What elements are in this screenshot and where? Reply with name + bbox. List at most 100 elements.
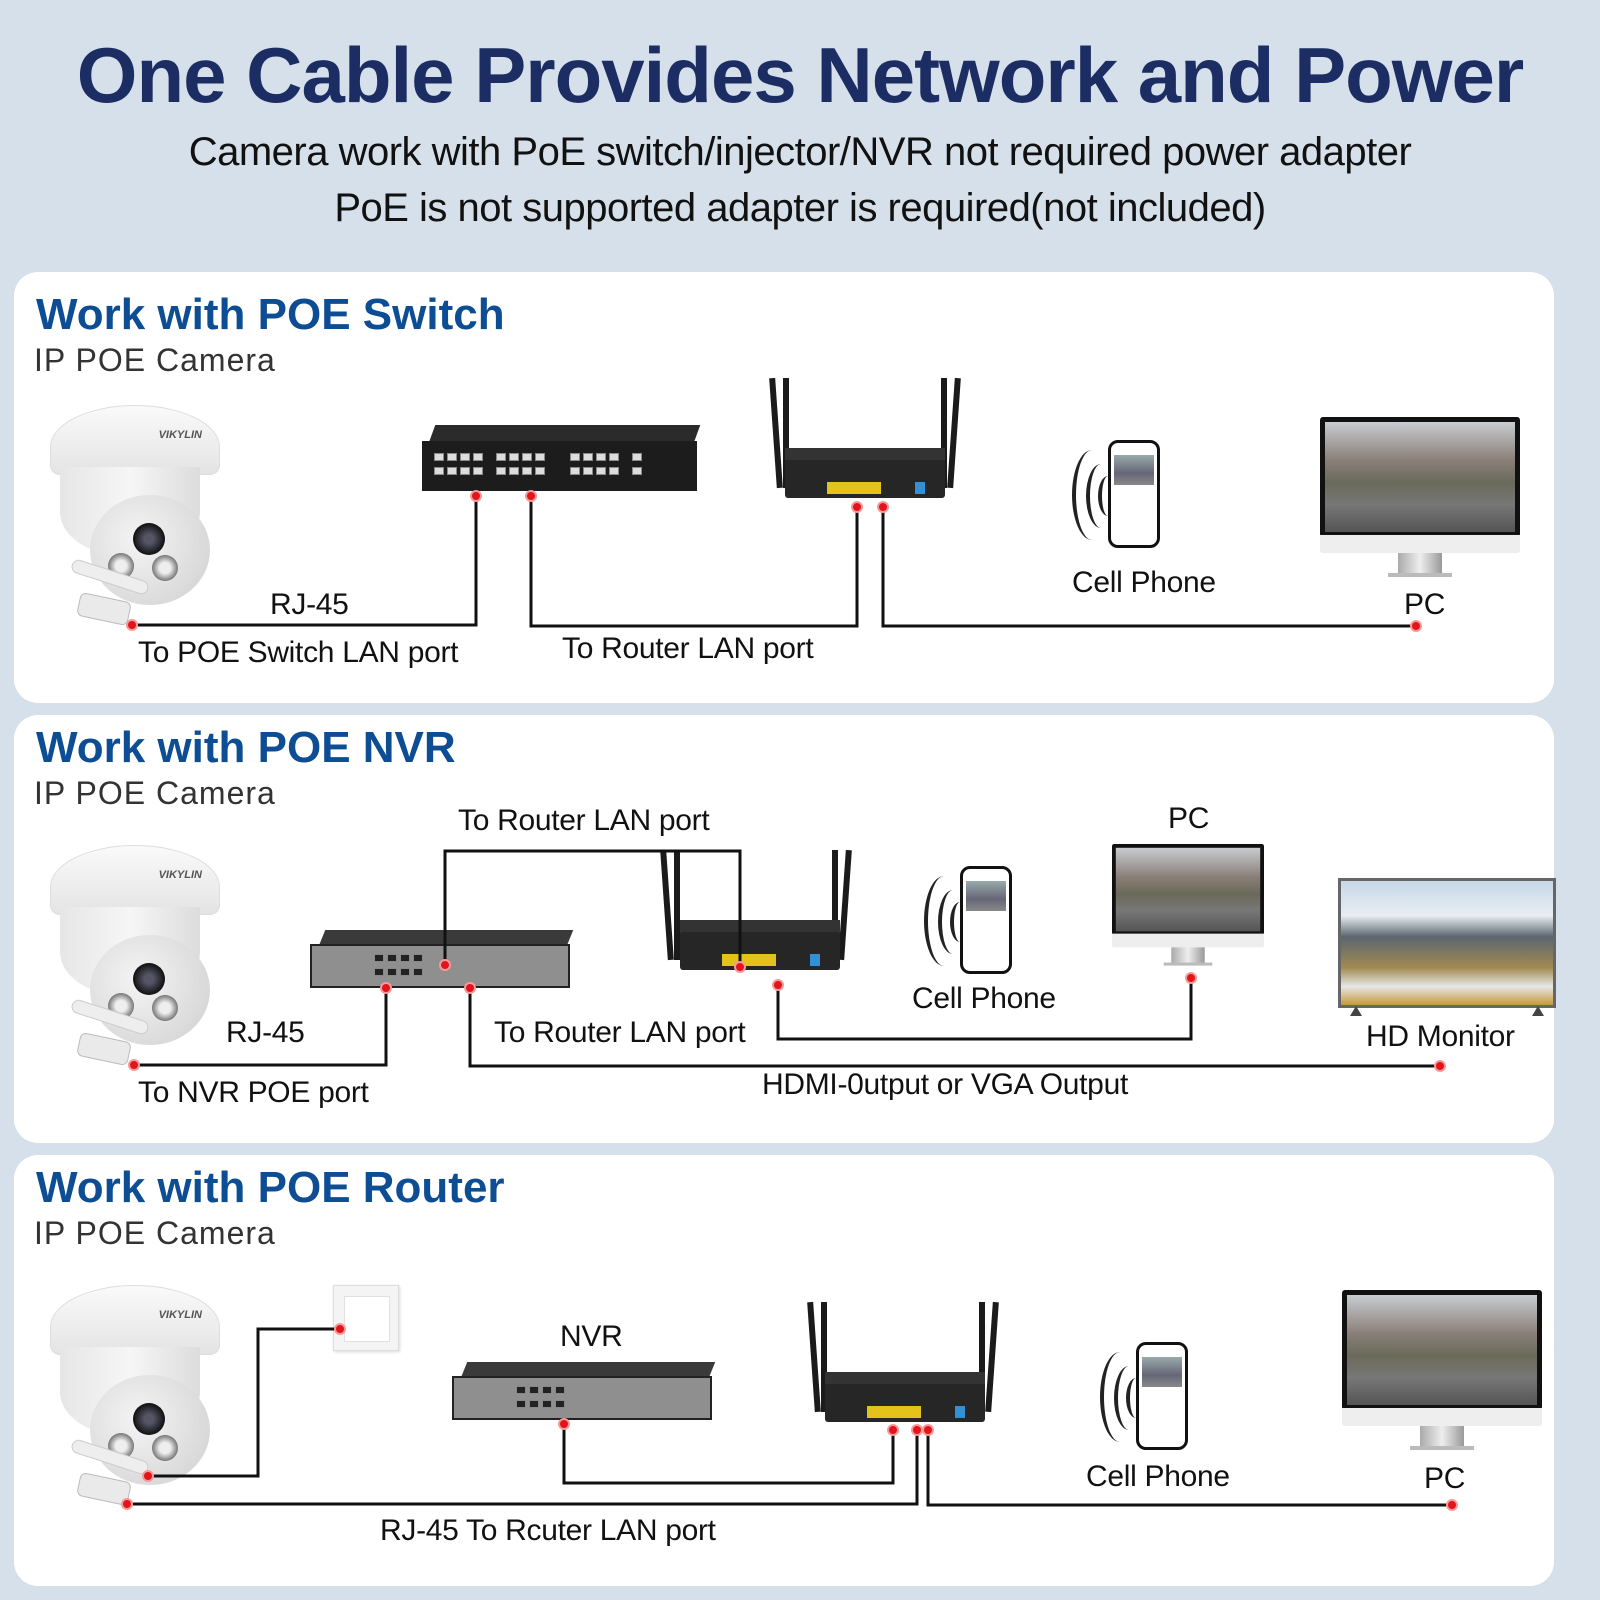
- pc-label: PC: [1404, 588, 1446, 621]
- pc-label: PC: [1424, 1462, 1466, 1495]
- ethernet-port: [570, 467, 580, 475]
- router: [660, 849, 860, 980]
- ethernet-port: [447, 467, 457, 475]
- ethernet-port: [496, 453, 506, 461]
- ethernet-port: [535, 467, 545, 475]
- to-nvr-label: To NVR POE port: [138, 1076, 369, 1109]
- main-title: One Cable Provides Network and Power: [76, 31, 1524, 119]
- poe-port: [387, 954, 397, 962]
- poe-port: [387, 968, 397, 976]
- ethernet-port: [596, 467, 606, 475]
- poe-port: [516, 1400, 526, 1408]
- camera-brand: VIKYLIN: [158, 429, 202, 441]
- wifi-signal-icon: [1072, 450, 1112, 540]
- rj45-label: RJ-45: [226, 1016, 305, 1049]
- lan-ports: [827, 482, 881, 494]
- ethernet-port: [596, 453, 606, 461]
- ethernet-port: [496, 467, 506, 475]
- ethernet-port: [447, 453, 457, 461]
- uplink-port: [632, 453, 642, 461]
- camera-lens-icon: [133, 523, 165, 555]
- section-poe-nvr: Work with POE NVR IP POE Camera: [14, 715, 1554, 1143]
- poe-port: [413, 954, 423, 962]
- poe-switch: [422, 425, 701, 493]
- ethernet-port: [583, 453, 593, 461]
- pc-label: PC: [1168, 802, 1210, 835]
- poe-port: [529, 1386, 539, 1394]
- ethernet-port: [460, 467, 470, 475]
- poe-port: [400, 954, 410, 962]
- router: [765, 377, 965, 508]
- camera-lens-icon: [133, 963, 165, 995]
- poe-port: [529, 1400, 539, 1408]
- camera-brand: VIKYLIN: [158, 869, 202, 881]
- rj45-label: RJ-45: [270, 588, 349, 621]
- hdmi-vga-label: HDMI-0utput or VGA Output: [762, 1068, 1128, 1101]
- ethernet-port: [522, 467, 532, 475]
- hd-monitor-label: HD Monitor: [1366, 1020, 1515, 1053]
- nvr: [310, 930, 574, 990]
- hd-monitor: [1338, 878, 1556, 1018]
- cell-phone: [1088, 1342, 1198, 1454]
- ip-camera: VIKYLIN: [40, 845, 220, 1075]
- cell-phone-label: Cell Phone: [1086, 1460, 1230, 1493]
- ethernet-port: [473, 453, 483, 461]
- pc-monitor: [1112, 844, 1264, 969]
- nvr-label: NVR: [560, 1320, 623, 1353]
- section-poe-router: Work with POE Router IP POE Camera: [14, 1155, 1554, 1586]
- ethernet-port: [535, 453, 545, 461]
- camera-brand: VIKYLIN: [158, 1309, 202, 1321]
- lan-ports: [722, 954, 776, 966]
- cell-phone: [1060, 440, 1170, 552]
- section-subtitle: IP POE Camera: [34, 775, 276, 811]
- ethernet-port: [509, 467, 519, 475]
- ethernet-port: [434, 467, 444, 475]
- section-title: Work with POE Router: [36, 1163, 505, 1212]
- wan-port: [810, 954, 820, 966]
- ip-camera: VIKYLIN: [40, 1285, 220, 1515]
- uplink-port: [632, 467, 642, 475]
- poe-port: [516, 1386, 526, 1394]
- ethernet-port: [509, 453, 519, 461]
- to-router-bottom-label: To Router LAN port: [494, 1016, 746, 1049]
- ethernet-port: [460, 453, 470, 461]
- cell-phone: [912, 866, 1022, 978]
- poe-port: [542, 1386, 552, 1394]
- section-subtitle: IP POE Camera: [34, 1215, 276, 1251]
- to-switch-label: To POE Switch LAN port: [138, 636, 459, 669]
- section-subtitle: IP POE Camera: [34, 342, 276, 378]
- ethernet-port: [434, 453, 444, 461]
- ethernet-port: [609, 453, 619, 461]
- ip-camera: VIKYLIN: [40, 405, 220, 635]
- lan-ports: [867, 1406, 921, 1418]
- poe-port: [555, 1400, 565, 1408]
- to-router-label: To Router LAN port: [562, 632, 814, 665]
- ethernet-port: [570, 453, 580, 461]
- pc-monitor: [1342, 1290, 1542, 1455]
- wifi-signal-icon: [924, 876, 964, 966]
- ethernet-port: [522, 453, 532, 461]
- ethernet-port: [473, 467, 483, 475]
- poe-port: [413, 968, 423, 976]
- section-title: Work with POE Switch: [36, 290, 505, 339]
- poe-port: [374, 968, 384, 976]
- poe-port: [374, 954, 384, 962]
- wan-port: [915, 482, 925, 494]
- nvr: [452, 1362, 716, 1422]
- ethernet-port: [583, 467, 593, 475]
- subtitle-line-2: PoE is not supported adapter is required…: [334, 186, 1266, 230]
- camera-lens-icon: [133, 1403, 165, 1435]
- wan-port: [955, 1406, 965, 1418]
- to-router-top-label: To Router LAN port: [458, 804, 710, 837]
- subtitle-line-1: Camera work with PoE switch/injector/NVR…: [188, 130, 1412, 174]
- section-title: Work with POE NVR: [36, 723, 456, 772]
- pc-monitor: [1320, 417, 1520, 582]
- ethernet-port: [609, 467, 619, 475]
- poe-port: [542, 1400, 552, 1408]
- wifi-signal-icon: [1100, 1352, 1140, 1442]
- rj45-router-label: RJ-45 To Rcuter LAN port: [380, 1514, 716, 1547]
- power-outlet: [333, 1285, 399, 1351]
- poe-port: [400, 968, 410, 976]
- cell-phone-label: Cell Phone: [912, 982, 1056, 1015]
- cell-phone-label: Cell Phone: [1072, 566, 1216, 599]
